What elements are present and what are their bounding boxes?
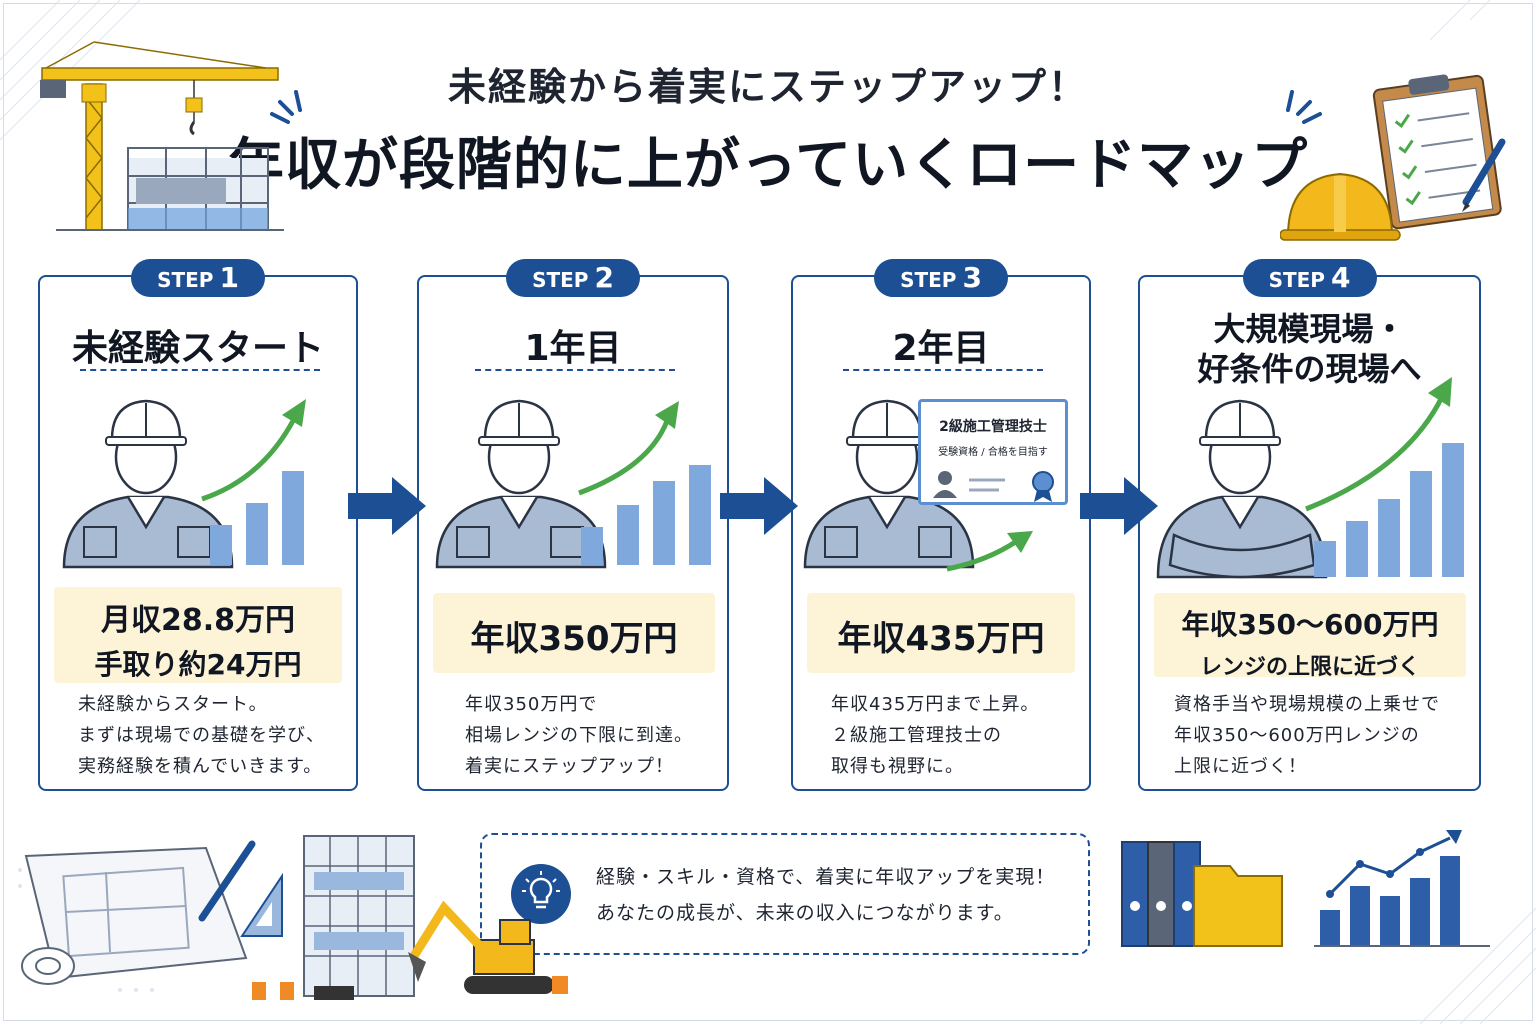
- growth-chart-icon: [1305, 377, 1464, 577]
- pay-line-1: 年収350〜600万円: [1181, 608, 1439, 641]
- pay-box-1: 月収28.8万円 手取り約24万円: [54, 587, 342, 683]
- next-step-arrow-icon: [720, 477, 798, 535]
- worker-icon: [435, 399, 607, 569]
- title-divider: [475, 369, 675, 371]
- lightbulb-icon: [511, 864, 571, 924]
- page-frame: [3, 3, 1533, 1021]
- info-message: 経験・スキル・資格で、着実に年収アップを実現！あなたの成長が、未来の収入につなが…: [596, 866, 1056, 924]
- pay-box-4: 年収350〜600万円 レンジの上限に近づく: [1154, 593, 1466, 680]
- growth-arrow-icon: [946, 531, 1033, 572]
- step-description-4: 資格手当や現場規模の上乗せで年収350〜600万円レンジの上限に近づく！: [1174, 694, 1440, 777]
- worker-icon: [62, 399, 234, 569]
- worker-icon: [803, 399, 975, 569]
- pay-line-1: 年収350万円: [470, 619, 678, 659]
- info-box: 経験・スキル・資格で、着実に年収アップを実現！あなたの成長が、未来の収入につなが…: [480, 833, 1090, 955]
- certificate-detail-icon: [933, 471, 1054, 502]
- certificate-subtitle: 受験資格 / 合格を目指す: [938, 447, 1048, 458]
- step-description-2: 年収350万円で相場レンジの下限に到達。着実にステップアップ！: [465, 694, 693, 777]
- step-title-3: 2年目: [892, 328, 990, 369]
- pay-box-3: 年収435万円: [807, 593, 1075, 673]
- binders-icon: [1121, 841, 1283, 947]
- step-title-1: 未経験スタート: [71, 328, 324, 369]
- crane-illustration: [40, 41, 284, 231]
- page-subtitle: 未経験から着実にステップアップ！: [447, 65, 1088, 109]
- page-title: 年収が段階的に上がっていくロードマップ: [227, 133, 1309, 198]
- pay-line-2: レンジの上限に近づく: [1199, 655, 1420, 680]
- title-divider: [843, 369, 1043, 371]
- step-title-2: 1年目: [524, 328, 622, 369]
- building-illustration: [252, 835, 415, 1000]
- line-chart-icon: [1314, 830, 1490, 947]
- excavator-illustration: [408, 900, 568, 994]
- step-title-4: 大規模現場・好条件の現場へ: [1197, 310, 1422, 388]
- title-divider: [80, 369, 320, 371]
- pay-line-1: 月収28.8万円: [100, 603, 296, 638]
- growth-chart-icon: [578, 401, 711, 565]
- worker-crossed-arms-icon: [1156, 399, 1328, 579]
- clipboard-icon: [1280, 74, 1506, 241]
- title-accent-left-icon: [270, 90, 302, 124]
- title-accent-right-icon: [1286, 90, 1322, 124]
- pay-line-2: 手取り約24万円: [94, 648, 302, 681]
- step-description-1: 未経験からスタート。まずは現場での基礎を学び、実務経験を積んでいきます。: [78, 694, 325, 777]
- certificate-title: 2級施工管理技士: [939, 419, 1047, 435]
- pay-box-2: 年収350万円: [433, 593, 715, 673]
- next-step-arrow-icon: [348, 477, 426, 535]
- blueprint-illustration: [21, 840, 283, 985]
- certificate-icon: 2級施工管理技士 受験資格 / 合格を目指す: [918, 399, 1068, 505]
- step-description-3: 年収435万円まで上昇。２級施工管理技士の取得も視野に。: [831, 694, 1040, 777]
- next-step-arrow-icon: [1080, 477, 1158, 535]
- pay-line-1: 年収435万円: [837, 619, 1045, 659]
- growth-chart-icon: [201, 399, 306, 565]
